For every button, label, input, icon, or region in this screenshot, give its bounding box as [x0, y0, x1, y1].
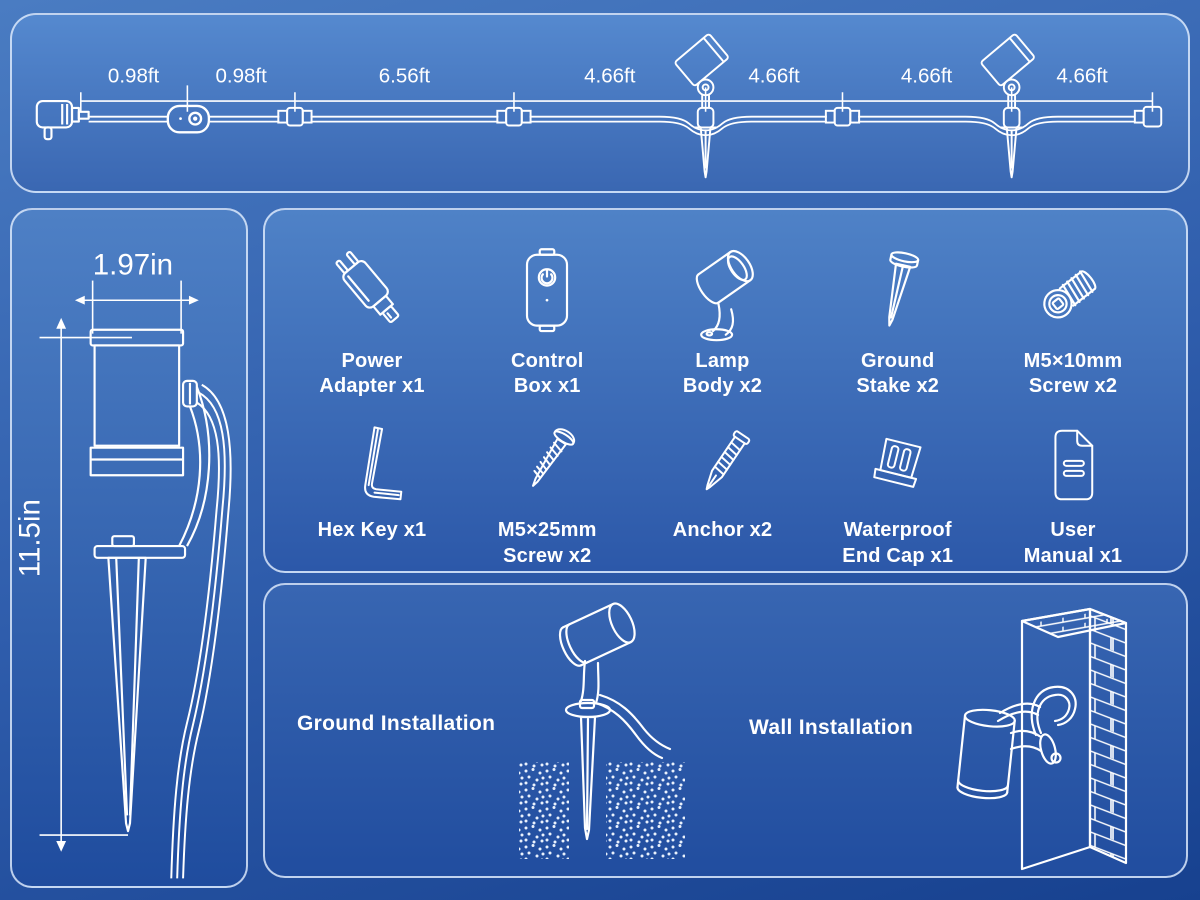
segment-label: 4.66ft	[748, 64, 800, 87]
anchor-icon	[675, 419, 771, 511]
cable-connector-icon	[277, 106, 313, 127]
segment-label: 4.66ft	[584, 64, 636, 87]
segment-length-labels: 0.98ft 0.98ft 6.56ft 4.66ft 4.66ft 4.66f…	[108, 64, 1108, 87]
segment-label: 0.98ft	[108, 64, 160, 87]
width-dimension-lines	[74, 280, 199, 334]
height-dimension-label: 11.5in	[14, 499, 47, 577]
part-hex-key: Hex Key x1	[287, 419, 457, 568]
wall-installation-label: Wall Installation	[749, 716, 914, 739]
lamp-body-icon	[671, 242, 775, 342]
segment-label: 4.66ft	[901, 64, 953, 87]
ground-spotlight-drawing	[558, 602, 672, 841]
wall-drawing	[1020, 607, 1128, 871]
tapping-screw-icon	[499, 419, 595, 511]
dimension-lines	[80, 85, 1154, 112]
segment-label: 4.66ft	[1056, 64, 1108, 87]
end-cap-icon	[850, 419, 946, 511]
end-plug-icon	[1133, 105, 1163, 128]
lamp-side-view	[89, 328, 211, 833]
cable-connector-icon	[496, 106, 532, 127]
lamp-dimensions-panel: 1.97in 11.5in	[10, 208, 248, 888]
soil-dots-left	[519, 762, 569, 859]
user-manual-icon	[1025, 419, 1121, 511]
part-label: Hex Key x1	[317, 519, 427, 542]
control-box-icon	[166, 104, 211, 134]
string-length-diagram-panel: 0.98ft 0.98ft 6.56ft 4.66ft 4.66ft 4.66f…	[10, 13, 1190, 193]
lamp-cable	[170, 383, 232, 879]
control-box-icon	[495, 242, 599, 342]
soil-dots-right	[606, 762, 685, 859]
power-adapter-icon	[320, 242, 424, 342]
segment-label: 0.98ft	[215, 64, 267, 87]
width-dimension-label: 1.97in	[93, 249, 173, 282]
spotlight-on-stake-icon	[980, 33, 1035, 179]
segment-label: 6.56ft	[379, 64, 431, 87]
installation-panel: Ground Installation Wall Installation	[263, 583, 1188, 878]
wall-installation-illustration	[956, 607, 1128, 871]
hex-key-icon	[324, 419, 420, 511]
lamp-dimension-drawing: 1.97in 11.5in	[14, 249, 232, 879]
ground-installation-label: Ground Installation	[297, 712, 496, 735]
cable-connector-icon	[824, 106, 861, 127]
part-anchor: Anchor x2	[638, 419, 808, 568]
height-dimension-lines	[39, 317, 132, 852]
ground-stake-icon	[846, 242, 950, 342]
string-length-diagram: 0.98ft 0.98ft 6.56ft 4.66ft 4.66ft 4.66f…	[35, 33, 1163, 179]
machine-screw-icon	[1021, 242, 1125, 342]
wall-spotlight-drawing	[956, 685, 1077, 800]
part-label: Anchor x2	[672, 519, 773, 542]
power-plug-icon	[35, 99, 90, 141]
spotlight-on-stake-icon	[674, 33, 729, 179]
cable	[88, 115, 1135, 137]
ground-installation-illustration	[519, 602, 685, 859]
